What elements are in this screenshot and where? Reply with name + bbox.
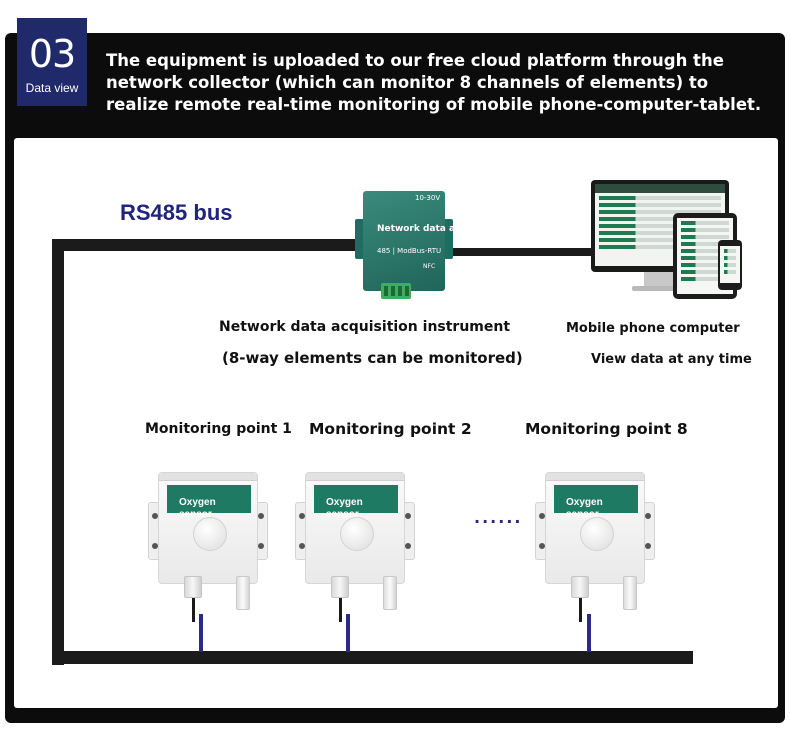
bus-label: RS485 bus [120,200,233,225]
sensor-type: sensor [179,509,212,520]
viewer-note: View data at any time [591,352,752,367]
device-body: 10-30V Network data acquisition instrume… [363,191,564,291]
device-nfc-text: NFC [423,263,436,270]
monitor-stand [644,272,674,286]
collector-note: (8-way elements can be monitored) [222,349,523,367]
bus-wire-bottom [52,651,693,664]
sensor-vent [580,517,614,551]
sensor-vent [193,517,227,551]
sensor-probe [623,576,637,610]
monitor-base [632,286,686,291]
bus-wire-top-right [446,248,596,256]
sensor-probe [383,576,397,610]
sensor-drop-wire-1 [199,614,203,652]
sensor-type: sensor [326,509,359,520]
device-voltage-text: 10-30V [415,194,441,202]
sensor-cable [339,598,342,622]
monitoring-point-label: Monitoring point 1 [145,421,292,437]
device-terminal-block [381,283,411,299]
sensor-name: Oxygen [179,497,216,508]
device-protocol-text: 485 | ModBus-RTU [377,247,442,255]
monitoring-point-label: Monitoring point 8 [525,420,688,438]
phone-device [718,240,742,290]
data-acquisition-device: 10-30V Network data acquisition instrume… [355,191,564,301]
viewer-name: Mobile phone computer [566,321,740,336]
sensor-vent [340,517,374,551]
sensor-name: Oxygen [566,497,603,508]
phone-screen [720,246,740,283]
sensor-cable [579,598,582,622]
collector-name: Network data acquisition instrument [219,319,511,335]
bus-wire-left-vertical [52,239,64,665]
sensor-name: Oxygen [326,497,363,508]
monitoring-point-label: Monitoring point 2 [309,420,472,438]
ellipsis-more-points: ...... [474,508,523,527]
sensor-cable-gland [184,576,202,598]
device-title-text: Network data acquisition instrument [377,224,565,234]
tablet-device [673,213,737,299]
step-number: 03 [28,32,76,76]
bus-wire-top-left [52,239,362,251]
sensor-probe [236,576,250,610]
step-label: Data view [25,81,79,95]
step-badge: 03 Data view [17,18,87,106]
sensor-cable-gland [571,576,589,598]
sensor-cable-gland [331,576,349,598]
sensor-drop-wire-2 [346,614,350,652]
header-description: The equipment is uploaded to our free cl… [106,51,762,114]
sensor-cable [192,598,195,622]
sensor-drop-wire-8 [587,614,591,652]
sensor-type: sensor [566,509,599,520]
